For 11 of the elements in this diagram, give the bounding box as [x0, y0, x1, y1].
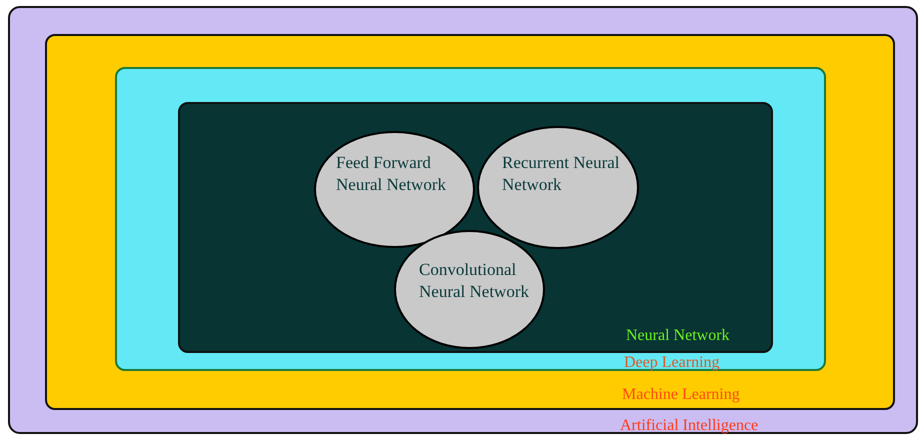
node-label: Feed Forward Neural Network	[336, 152, 447, 196]
node-label: Convolutional Neural Network	[419, 259, 530, 303]
node-label: Recurrent Neural Network	[502, 152, 621, 196]
region-box	[178, 102, 773, 353]
node-label: Artificial Intelligence	[620, 416, 758, 436]
region-box	[45, 34, 895, 410]
node-label: Neural Network	[626, 326, 730, 346]
region-box	[8, 6, 918, 434]
node-label: Deep Learning	[624, 353, 720, 373]
region-box	[115, 67, 826, 371]
node-label: Machine Learning	[622, 385, 740, 405]
